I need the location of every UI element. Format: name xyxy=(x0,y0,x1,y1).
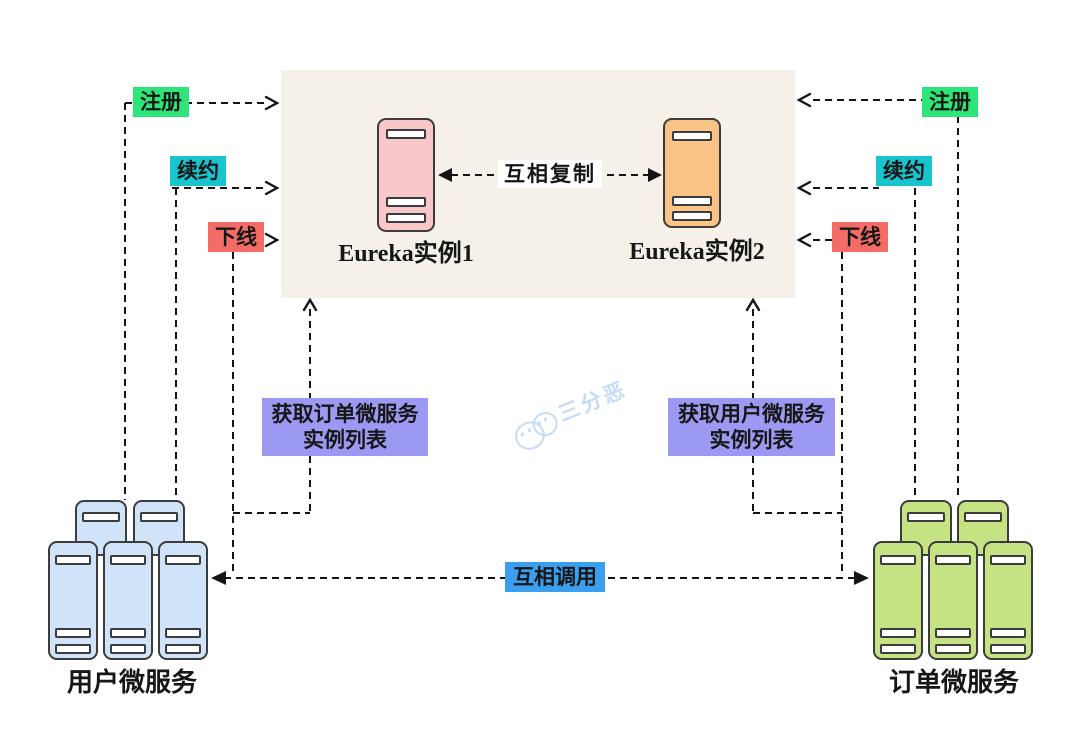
eureka-instance-1-label: Eureka实例1 xyxy=(338,241,474,267)
server-slot xyxy=(672,131,712,141)
fetch-order-instances-box: 获取订单微服务 实例列表 xyxy=(262,398,428,456)
server-slot xyxy=(386,213,426,223)
mutual-replication-label: 互相复制 xyxy=(498,160,602,189)
fetch-user-line2: 实例列表 xyxy=(709,428,794,452)
server-slot xyxy=(935,555,971,565)
server-slot xyxy=(672,196,712,206)
user-cluster-label: 用户微服务 xyxy=(66,668,197,697)
eureka-instance-2-label: Eureka实例2 xyxy=(629,239,765,265)
server-slot xyxy=(880,555,916,565)
user-server-front-3 xyxy=(158,541,208,660)
offline-label-right: 下线 xyxy=(832,222,888,253)
offline-label-left: 下线 xyxy=(208,222,264,253)
user-server-front-1 xyxy=(48,541,98,660)
server-slot xyxy=(165,555,201,565)
renew-label-left: 续约 xyxy=(170,156,226,187)
server-slot xyxy=(990,628,1026,638)
mutual-call-label: 互相调用 xyxy=(505,562,605,593)
server-slot xyxy=(55,555,91,565)
server-slot xyxy=(907,512,945,522)
register-label-right: 注册 xyxy=(922,87,978,118)
server-slot xyxy=(386,129,426,139)
fetch-user-line1: 获取用户微服务 xyxy=(678,402,825,426)
server-slot xyxy=(165,644,201,654)
fetch-order-line2: 实例列表 xyxy=(303,428,387,452)
server-slot xyxy=(55,644,91,654)
server-slot xyxy=(140,512,178,522)
server-slot xyxy=(935,644,971,654)
server-slot xyxy=(964,512,1002,522)
server-slot xyxy=(880,628,916,638)
fetch-user-instances-box: 获取用户微服务 实例列表 xyxy=(668,398,835,456)
server-slot xyxy=(110,628,146,638)
register-label-left: 注册 xyxy=(133,87,189,118)
server-slot xyxy=(880,644,916,654)
eureka-instance-1-server-icon xyxy=(377,118,435,232)
server-slot xyxy=(82,512,120,522)
server-slot xyxy=(110,644,146,654)
eureka-instance-2-server-icon xyxy=(663,118,721,228)
order-cluster-label: 订单微服务 xyxy=(888,668,1019,697)
fetch-order-line1: 获取订单微服务 xyxy=(271,402,419,426)
server-slot xyxy=(55,628,91,638)
server-slot xyxy=(110,555,146,565)
server-slot xyxy=(386,197,426,207)
order-server-front-2 xyxy=(928,541,978,660)
server-slot xyxy=(990,555,1026,565)
order-server-front-3 xyxy=(983,541,1033,660)
user-server-front-2 xyxy=(103,541,153,660)
server-slot xyxy=(935,628,971,638)
order-server-front-1 xyxy=(873,541,923,660)
server-slot xyxy=(672,211,712,221)
server-slot xyxy=(990,644,1026,654)
server-slot xyxy=(165,628,201,638)
renew-label-right: 续约 xyxy=(876,156,932,187)
